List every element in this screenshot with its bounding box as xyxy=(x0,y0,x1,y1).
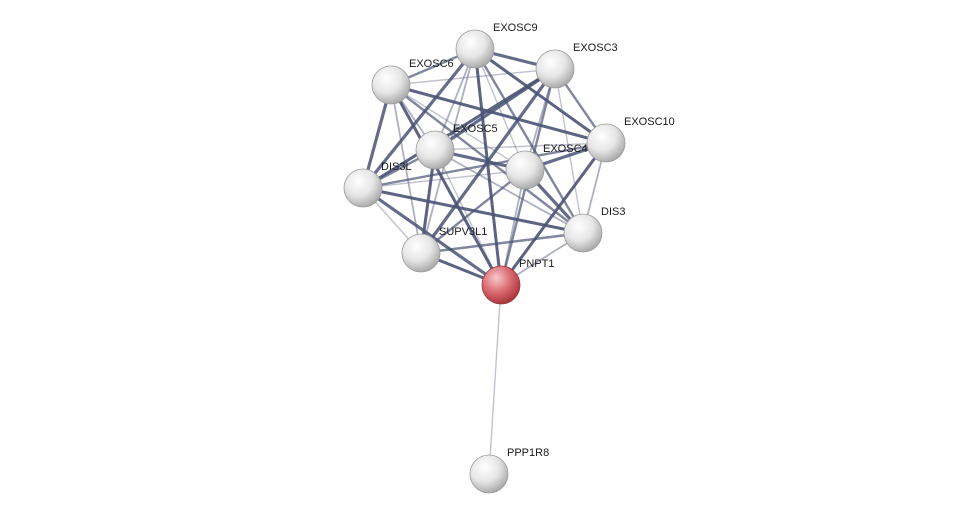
edge-exosc10-dis3l xyxy=(361,141,608,190)
edge-exosc3-exosc6 xyxy=(390,68,556,86)
edge-exosc6-exosc10 xyxy=(389,83,608,145)
edge-exosc9-dis3 xyxy=(473,47,585,235)
edge-exosc6-pnpt1 xyxy=(389,83,503,287)
edge-exosc9-dis3l xyxy=(361,47,477,190)
node-exosc6[interactable] xyxy=(371,65,411,105)
node-dis3l[interactable] xyxy=(343,168,383,208)
node-pnpt1[interactable] xyxy=(481,265,521,305)
edge-exosc4-dis3l xyxy=(362,169,526,189)
edge-exosc9-pnpt1 xyxy=(473,47,503,287)
edge-pnpt1-ppp1r8 xyxy=(488,284,502,475)
edge-exosc9-exosc10 xyxy=(473,47,608,145)
node-label-exosc5: EXOSC5 xyxy=(453,123,498,135)
edge-layer xyxy=(361,47,608,475)
edge-dis3-supv3l1 xyxy=(419,231,585,255)
node-exosc10[interactable] xyxy=(586,123,626,163)
node-supv3l1[interactable] xyxy=(401,233,441,273)
node-exosc4[interactable] xyxy=(505,150,545,190)
node-label-exosc10: EXOSC10 xyxy=(624,116,675,128)
edge-exosc5-exosc10 xyxy=(434,142,607,151)
edge-dis3l-pnpt1 xyxy=(361,186,503,287)
edge-exosc5-dis3 xyxy=(434,149,584,234)
node-label-dis3l: DIS3L xyxy=(381,161,412,173)
node-label-exosc6: EXOSC6 xyxy=(409,58,454,70)
node-label-ppp1r8: PPP1R8 xyxy=(507,447,549,459)
node-label-pnpt1: PNPT1 xyxy=(519,258,554,270)
edge-exosc6-dis3 xyxy=(389,83,585,235)
node-label-exosc3: EXOSC3 xyxy=(573,42,618,54)
node-exosc3[interactable] xyxy=(535,49,575,89)
edge-exosc10-pnpt1 xyxy=(499,141,608,287)
edge-dis3l-dis3 xyxy=(361,186,585,235)
node-label-dis3: DIS3 xyxy=(601,206,625,218)
node-dis3[interactable] xyxy=(563,213,603,253)
edge-exosc3-dis3l xyxy=(361,67,557,190)
edge-exosc6-exosc4 xyxy=(390,84,526,171)
node-label-exosc9: EXOSC9 xyxy=(493,22,538,34)
node-label-exosc4: EXOSC4 xyxy=(543,143,588,155)
node-exosc5[interactable] xyxy=(415,130,455,170)
node-ppp1r8[interactable] xyxy=(469,454,509,494)
node-layer xyxy=(343,29,626,494)
node-label-supv3l1: SUPV3L1 xyxy=(439,226,487,238)
node-exosc9[interactable] xyxy=(455,29,495,69)
edge-exosc9-exosc4 xyxy=(474,48,526,171)
edge-exosc4-pnpt1 xyxy=(500,169,526,286)
